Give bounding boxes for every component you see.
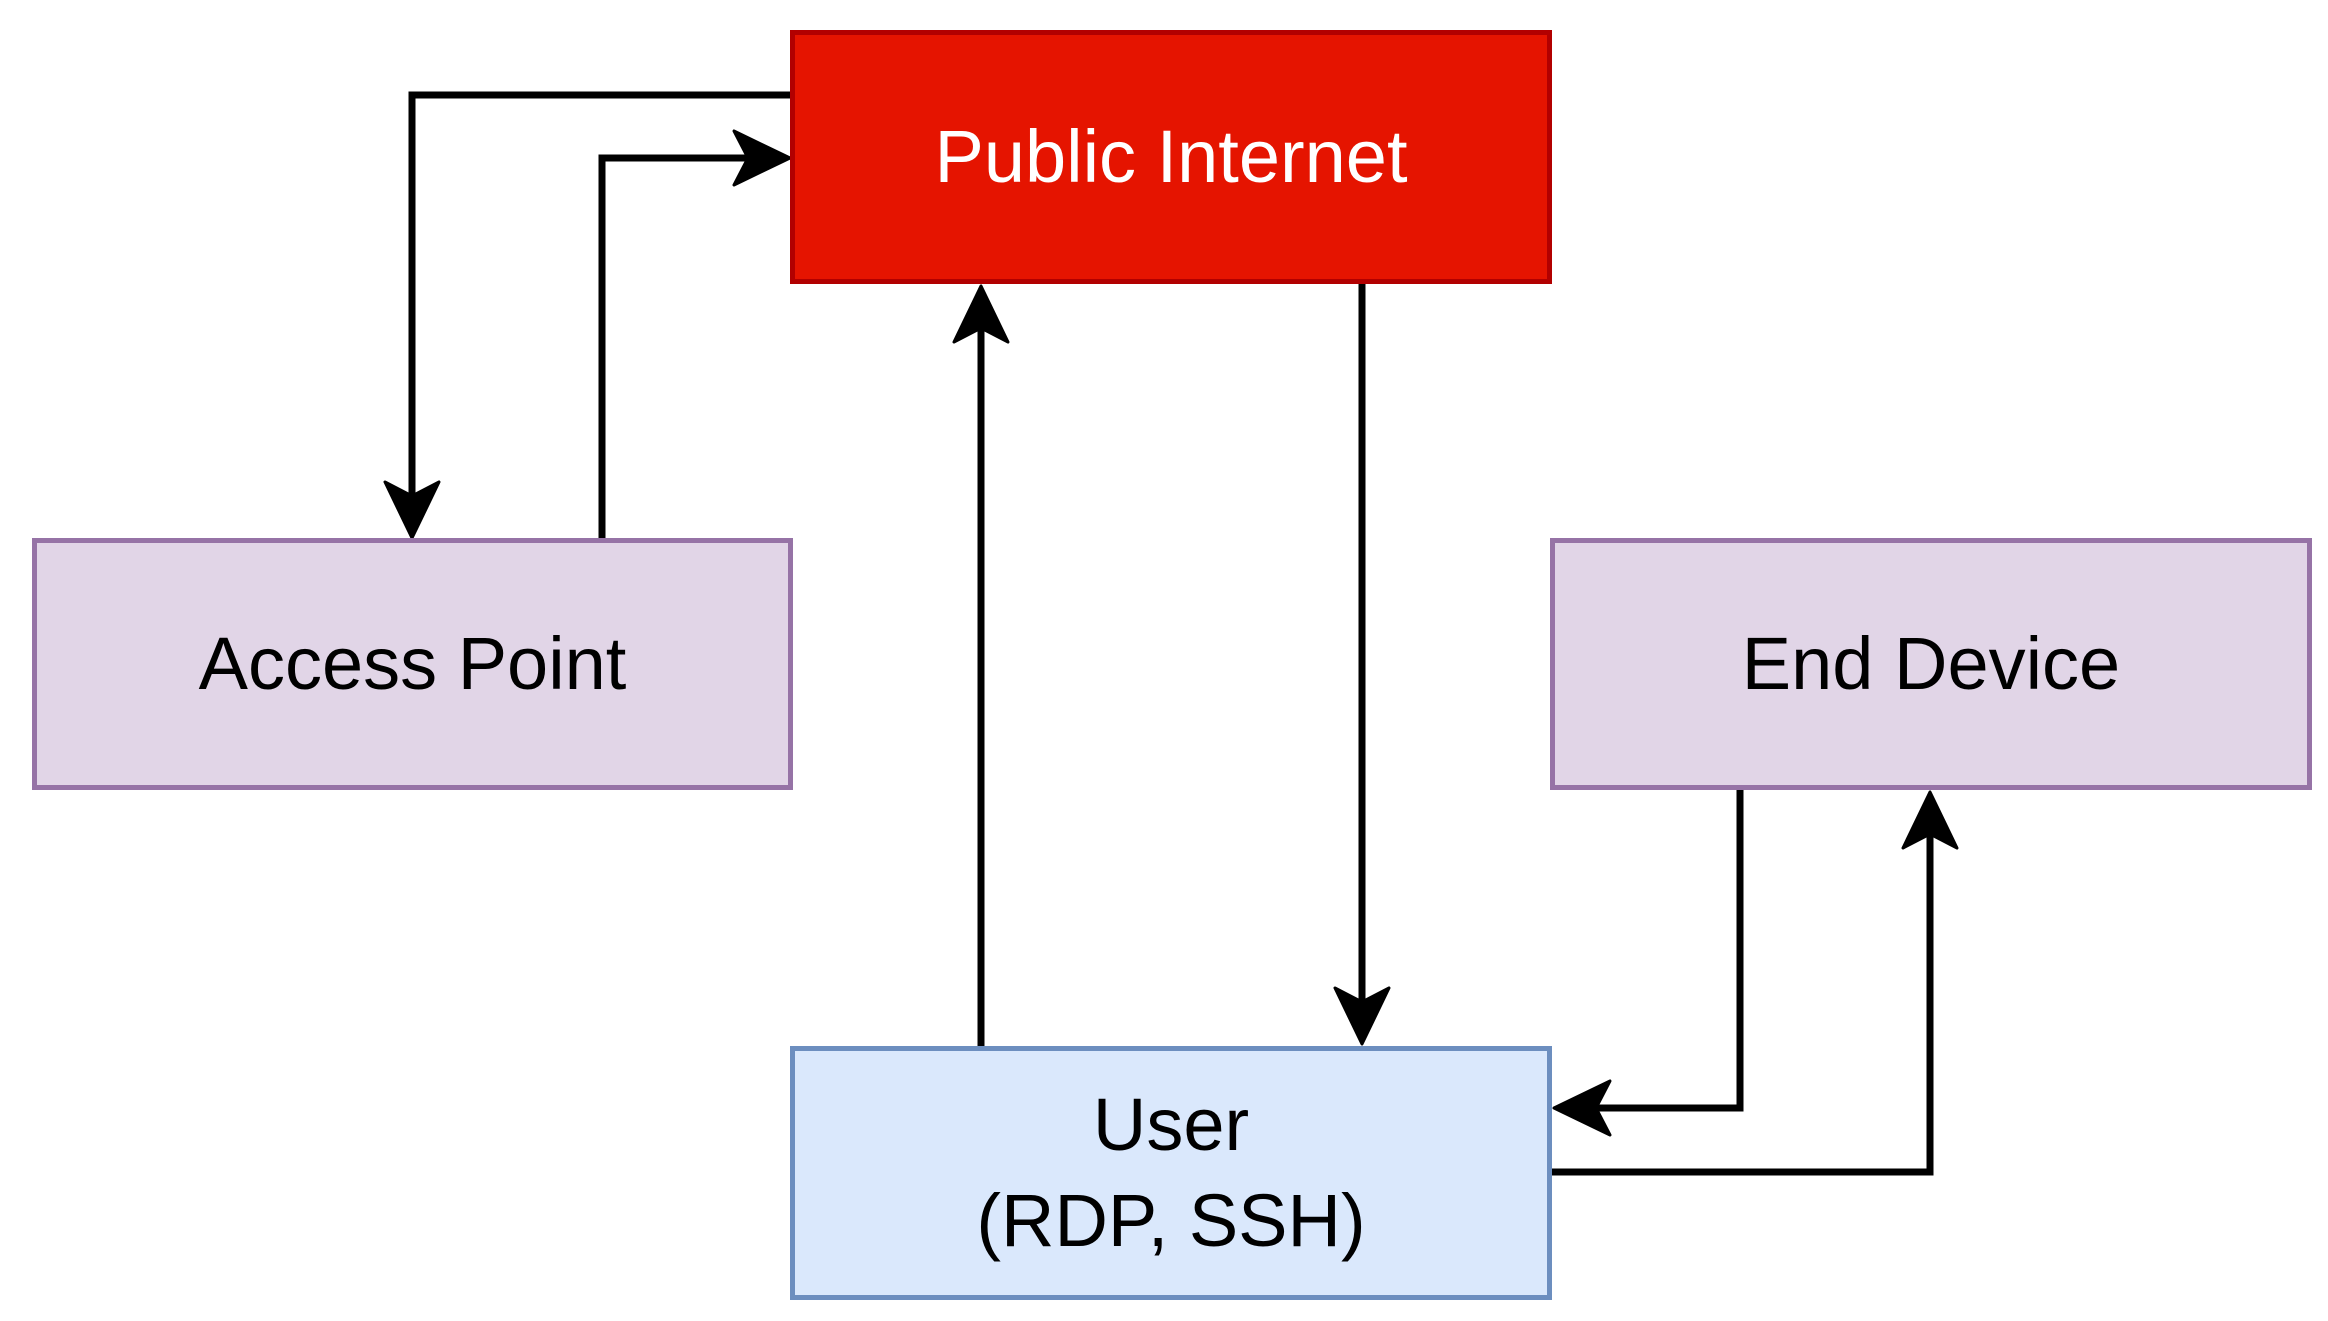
- arrowhead-user-right: [1552, 1079, 1612, 1137]
- edge-internet-to-access-point: [408, 91, 790, 500]
- end-device-label: End Device: [1741, 621, 2121, 705]
- edge-user-to-end-device: [1552, 830, 1934, 1176]
- edge-access-point-to-internet: [598, 154, 750, 538]
- public-internet-label: Public Internet: [934, 114, 1408, 198]
- end-device-node: End Device: [1550, 538, 2312, 790]
- access-point-label: Access Point: [198, 621, 627, 705]
- user-node: User (RDP, SSH): [790, 1046, 1552, 1300]
- arrowhead-access-point: [383, 480, 441, 540]
- access-point-node: Access Point: [32, 538, 793, 790]
- user-label: User: [1092, 1082, 1250, 1166]
- arrowhead-user-top: [1333, 986, 1391, 1046]
- arrowhead-internet-bottom: [952, 284, 1010, 344]
- arrowhead-end-device: [1901, 790, 1959, 850]
- public-internet-node: Public Internet: [790, 30, 1552, 284]
- edge-end-device-to-user: [1592, 790, 1744, 1112]
- arrowhead-internet-left: [732, 129, 792, 187]
- user-protocols-label: (RDP, SSH): [976, 1179, 1366, 1262]
